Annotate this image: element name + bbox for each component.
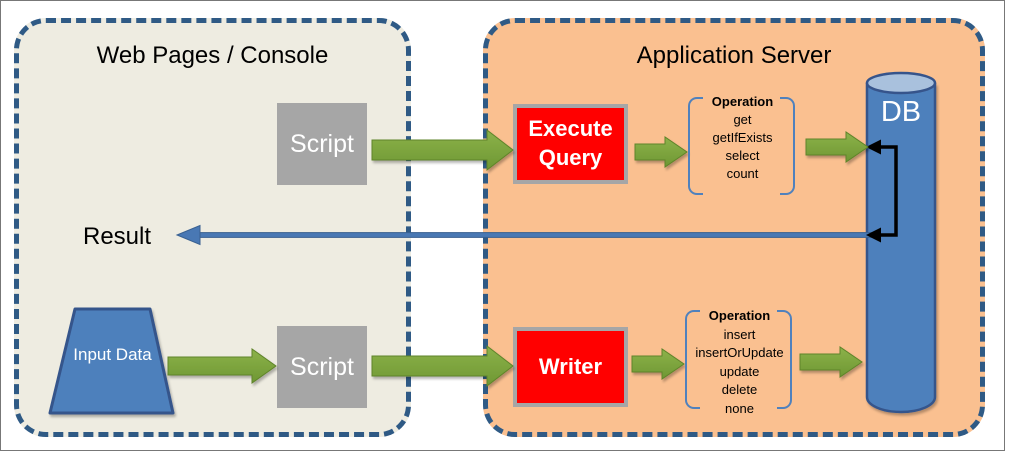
write-operations-list: Operation insert insertOrUpdate update dele… — [687, 307, 792, 418]
app-server-panel-title: Application Server — [636, 42, 832, 69]
operation-item: delete — [721, 382, 758, 397]
operation-item: update — [719, 363, 760, 379]
operation-item: insertOrUpdate — [695, 345, 784, 360]
writer-box: Writer — [513, 327, 628, 407]
write-operations-bracket-right — [777, 310, 792, 409]
operation-item: get — [733, 112, 752, 127]
write-operations-title: Operation — [708, 308, 771, 323]
web-console-panel-title: Web Pages / Console — [96, 42, 329, 69]
query-operations-list: Operation get getIfExists select count — [690, 93, 795, 183]
operation-item: count — [726, 166, 759, 181]
query-operations-bracket-left — [688, 97, 703, 195]
input-data-label: Input Data — [73, 345, 152, 364]
script-box-bottom: Script — [277, 326, 367, 408]
query-operations-bracket-right — [780, 97, 795, 195]
execute-query-box: Execute Query — [513, 104, 628, 184]
operation-item: insert — [723, 326, 756, 342]
script-box-top: Script — [277, 103, 367, 185]
operation-item: getIfExists — [712, 130, 773, 145]
query-operations-title: Operation — [711, 94, 774, 109]
result-label: Result — [83, 223, 152, 250]
operation-item: select — [725, 148, 760, 163]
write-operations-items: insert insertOrUpdate update delete none — [687, 326, 792, 419]
query-operations-items: get getIfExists select count — [690, 111, 795, 183]
write-operations-bracket-left — [685, 310, 700, 409]
diagram-frame — [0, 0, 1005, 451]
operation-item: none — [725, 400, 754, 416]
db-label: DB — [880, 96, 922, 128]
